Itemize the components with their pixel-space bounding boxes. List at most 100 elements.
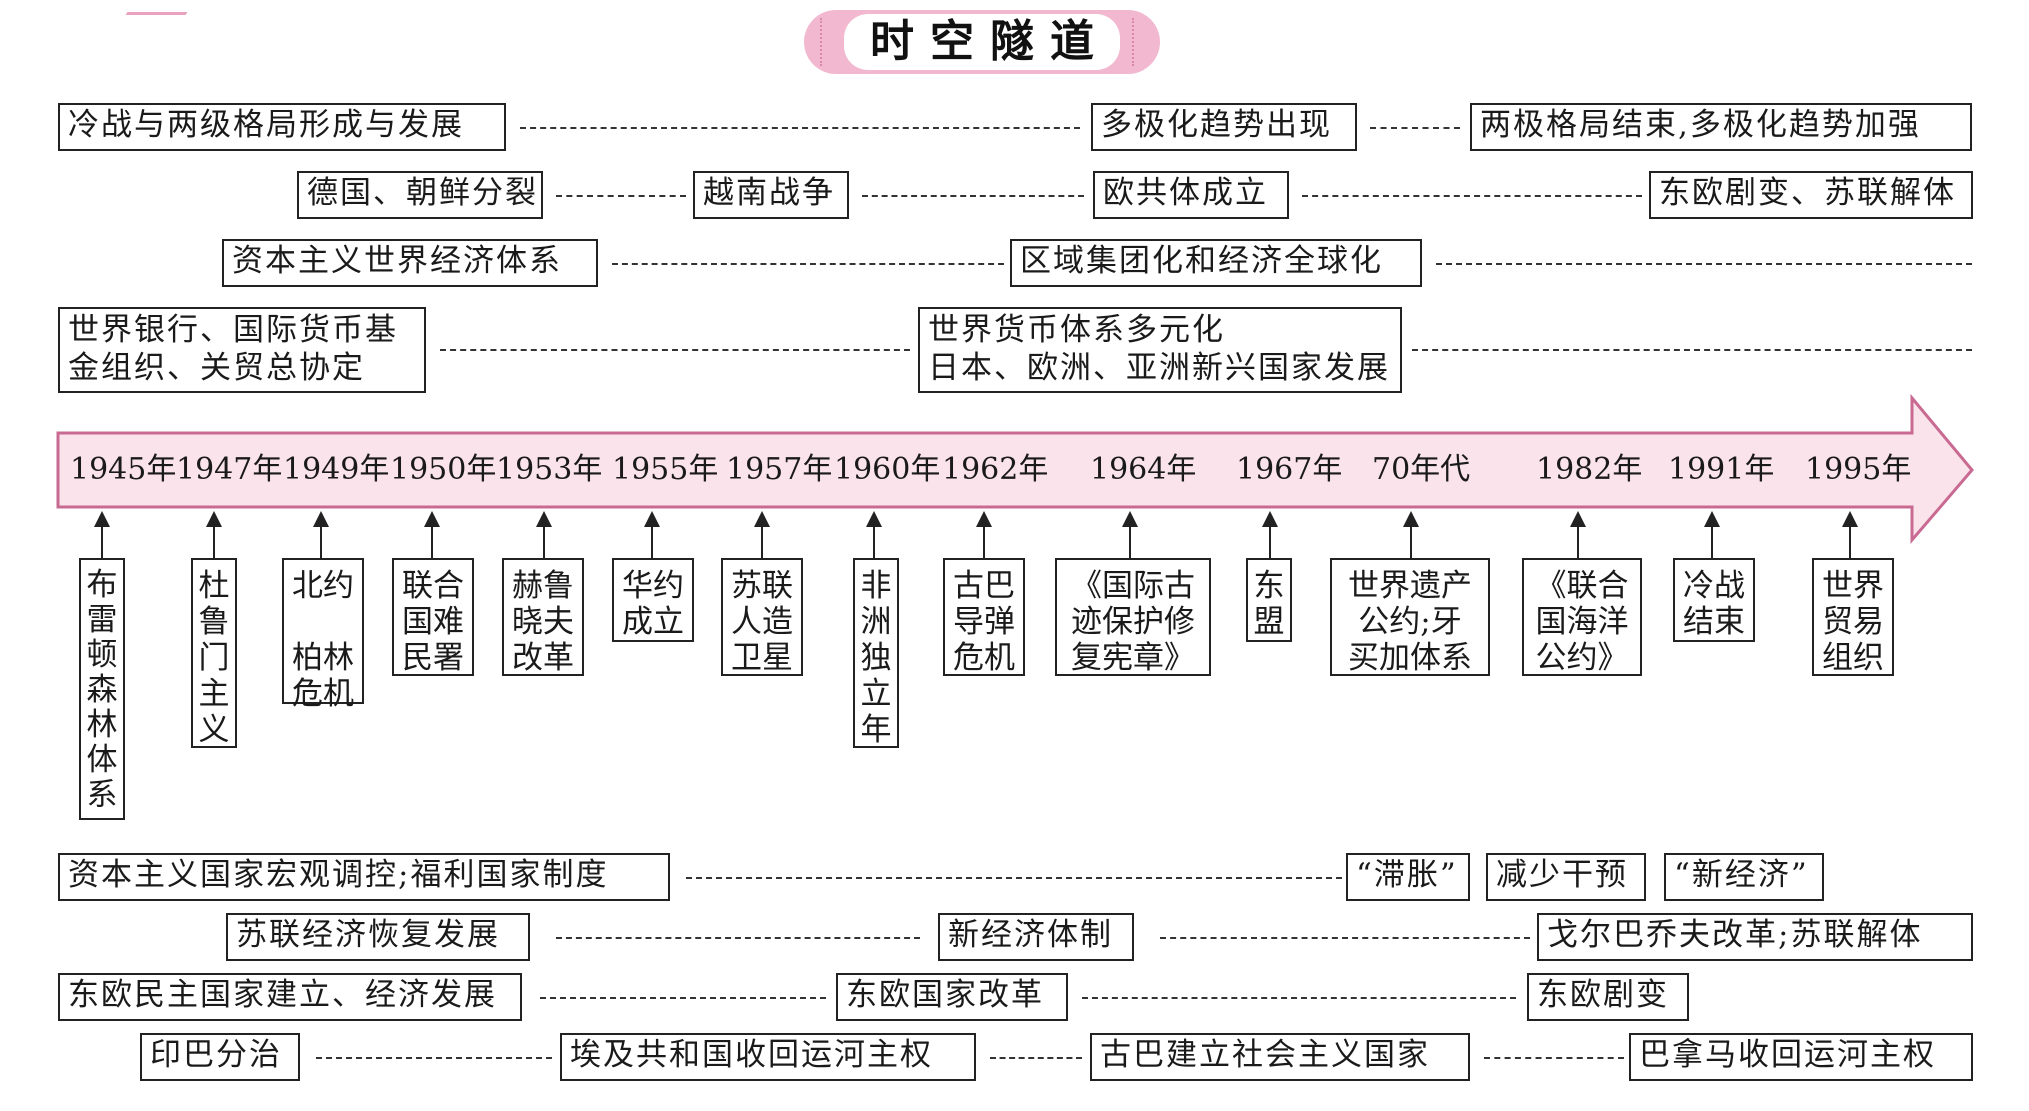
arrow-stem	[651, 526, 653, 558]
arrow-stem	[873, 526, 875, 558]
topic-line: 世界银行、国际货币基	[68, 312, 398, 348]
topic-line: 世界货币体系多元化	[928, 312, 1225, 348]
event-box: 苏联 人造 卫星	[721, 558, 803, 676]
up-arrow-icon	[206, 511, 222, 527]
up-arrow-icon	[1403, 511, 1419, 527]
topic-box: 资本主义国家宏观调控;福利国家制度	[58, 853, 670, 901]
event-box: 联合 国难 民署	[392, 558, 474, 676]
up-arrow-icon	[644, 511, 660, 527]
event-box: 北约 柏林 危机	[282, 558, 364, 712]
event-box: 东 盟	[1246, 558, 1292, 642]
event-box: 世界遗产 公约;牙 买加体系	[1330, 558, 1490, 676]
arrow-stem	[320, 526, 322, 558]
timeline-year: 1964年	[1090, 452, 1197, 487]
timeline-year: 1947年	[176, 452, 283, 487]
dashed-connector	[1160, 937, 1530, 939]
timeline-year: 1945年	[70, 452, 177, 487]
dashed-connector	[862, 195, 1084, 197]
topic-box: 巴拿马收回运河主权	[1629, 1033, 1973, 1081]
topic-box: 戈尔巴乔夫改革;苏联解体	[1537, 913, 1973, 961]
up-arrow-icon	[1262, 511, 1278, 527]
topic-box: 减少干预	[1486, 853, 1646, 901]
dashed-connector	[1302, 195, 1642, 197]
event-box: 赫鲁 晓夫 改革	[502, 558, 584, 676]
topic-box: 区域集团化和经济全球化	[1010, 239, 1422, 287]
dashed-connector	[556, 937, 920, 939]
event-box: 古巴 导弹 危机	[943, 558, 1025, 676]
arrow-stem	[1129, 526, 1131, 558]
up-arrow-icon	[94, 511, 110, 527]
arrow-stem	[1849, 526, 1851, 558]
page-title: 时空隧道	[844, 14, 1120, 70]
dashed-connector	[1082, 997, 1516, 999]
event-box: 非 洲 独 立 年	[853, 558, 899, 748]
up-arrow-icon	[754, 511, 770, 527]
arrow-stem	[213, 526, 215, 558]
timeline-year: 1960年	[834, 452, 941, 487]
timeline-year: 1955年	[612, 452, 719, 487]
dashed-connector	[316, 1057, 552, 1059]
timeline-year: 1949年	[283, 452, 390, 487]
arrow-stem	[431, 526, 433, 558]
arrow-stem	[983, 526, 985, 558]
dashed-connector	[1484, 1057, 1624, 1059]
dashed-connector	[440, 349, 910, 351]
topic-box: 德国、朝鲜分裂	[297, 171, 543, 219]
topic-box: 两极格局结束,多极化趋势加强	[1470, 103, 1972, 151]
dashed-connector	[556, 195, 686, 197]
topic-box: 东欧剧变、苏联解体	[1649, 171, 1973, 219]
timeline-year: 1957年	[726, 452, 833, 487]
timeline-year: 1962年	[942, 452, 1049, 487]
dashed-connector	[520, 127, 1080, 129]
topic-box: 越南战争	[693, 171, 849, 219]
topic-box: “滞胀”	[1346, 853, 1470, 901]
topic-box: “新经济”	[1664, 853, 1824, 901]
arrow-stem	[101, 526, 103, 558]
timeline-year: 1967年	[1236, 452, 1343, 487]
topic-box: 苏联经济恢复发展	[226, 913, 530, 961]
arrow-stem	[1577, 526, 1579, 558]
corner-decoration	[125, 0, 195, 15]
timeline-year: 70年代	[1372, 452, 1471, 487]
arrow-stem	[1711, 526, 1713, 558]
up-arrow-icon	[1570, 511, 1586, 527]
event-box: 布 雷 顿 森 林 体 系	[79, 558, 125, 820]
topic-box: 东欧剧变	[1527, 973, 1689, 1021]
event-box: 《国际古 迹保护修 复宪章》	[1055, 558, 1211, 676]
topic-box: 东欧民主国家建立、经济发展	[58, 973, 522, 1021]
up-arrow-icon	[866, 511, 882, 527]
arrow-stem	[543, 526, 545, 558]
arrow-stem	[761, 526, 763, 558]
dashed-connector	[612, 263, 1004, 265]
timeline-year: 1991年	[1668, 452, 1775, 487]
topic-box: 世界银行、国际货币基 金组织、关贸总协定	[58, 307, 426, 393]
topic-box: 欧共体成立	[1093, 171, 1289, 219]
topic-box: 古巴建立社会主义国家	[1090, 1033, 1470, 1081]
event-box: 《联合 国海洋 公约》	[1522, 558, 1642, 676]
topic-box: 资本主义世界经济体系	[222, 239, 598, 287]
dashed-connector	[1370, 127, 1460, 129]
up-arrow-icon	[1842, 511, 1858, 527]
up-arrow-icon	[536, 511, 552, 527]
up-arrow-icon	[1704, 511, 1720, 527]
arrow-stem	[1410, 526, 1412, 558]
event-box: 冷战 结束	[1673, 558, 1755, 642]
up-arrow-icon	[1122, 511, 1138, 527]
dashed-connector	[1436, 263, 1972, 265]
up-arrow-icon	[976, 511, 992, 527]
timeline-year: 1950年	[390, 452, 497, 487]
title-banner: 时空隧道	[804, 10, 1160, 74]
event-box: 杜 鲁 门 主 义	[191, 558, 237, 748]
topic-box: 东欧国家改革	[836, 973, 1068, 1021]
dashed-connector	[1412, 349, 1972, 351]
dashed-connector	[990, 1057, 1082, 1059]
event-box: 华约 成立	[612, 558, 694, 642]
topic-box: 多极化趋势出现	[1091, 103, 1357, 151]
arrow-stem	[1269, 526, 1271, 558]
topic-box: 印巴分治	[140, 1033, 300, 1081]
topic-box: 世界货币体系多元化 日本、欧洲、亚洲新兴国家发展	[918, 307, 1402, 393]
event-box: 世界 贸易 组织	[1812, 558, 1894, 676]
up-arrow-icon	[313, 511, 329, 527]
topic-line: 金组织、关贸总协定	[68, 350, 365, 386]
topic-box: 冷战与两级格局形成与发展	[58, 103, 506, 151]
